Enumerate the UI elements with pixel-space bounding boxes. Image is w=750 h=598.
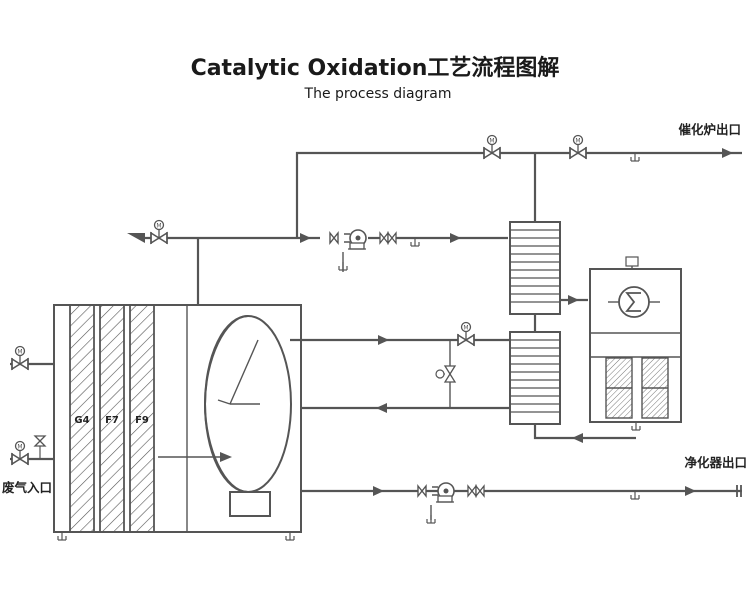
arrow-icon [300,233,311,243]
arrow-icon [376,403,387,413]
arrow-icon [220,452,232,462]
drain-icon [410,237,420,247]
arrow-icon [378,335,389,345]
arrow-icon [568,295,579,305]
bypass-valve-icon [435,365,457,383]
drain-icon [338,261,348,271]
motor-valve-icon [11,345,29,371]
inlet-valve-icon [33,435,47,459]
motor-valve-icon [483,134,501,160]
filter-f7-label: F7 [105,415,119,426]
filter-f9-label: F9 [135,415,149,426]
catalytic-outlet-label: 催化炉出口 [678,122,741,137]
drain-icon [631,421,641,431]
drain-icon [57,531,67,541]
purifier-outlet-label: 净化器出口 [684,455,747,470]
arrow-icon [572,433,583,443]
arrow-icon [685,486,696,496]
catalytic-furnace [589,256,682,423]
heat-exchanger-lower [509,331,561,425]
heat-exchanger-upper [509,221,561,315]
rotor-wheel [203,315,292,517]
page-subtitle: The process diagram [304,86,452,102]
arrow-icon [450,233,461,243]
exhaust-inlet-label: 废气入口 [2,480,52,495]
arrow-icon [722,148,733,158]
motor-valve-icon [150,219,168,245]
heater-icon [608,286,660,318]
arrow-icon [373,486,384,496]
top-pipe [295,151,742,238]
drain-icon [630,490,640,500]
motor-valve-icon [569,134,587,160]
page-title: Catalytic Oxidation工艺流程图解 [191,55,560,81]
motor-valve-icon [11,440,29,466]
drain-icon [630,152,640,162]
fan-icon [417,482,455,503]
adsorption-unit [53,304,302,533]
filter-g4-label: G4 [74,415,89,426]
motor-valve-icon [457,321,475,347]
drain-icon [285,531,295,541]
drain-icon [426,514,436,524]
air-intake-icon [127,233,145,243]
fan-icon [329,229,367,250]
